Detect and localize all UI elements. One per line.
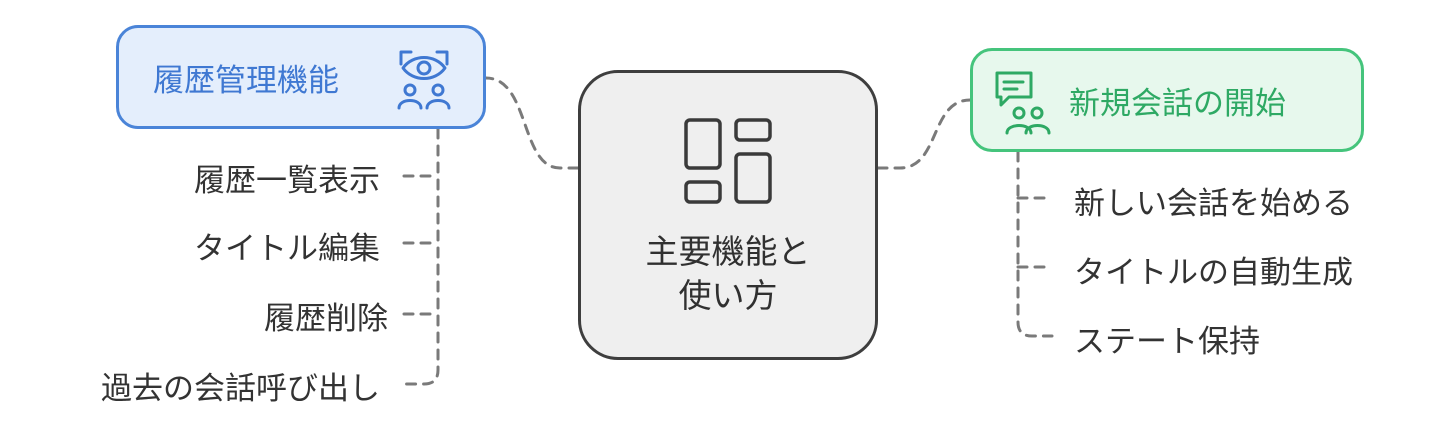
leaf-history-delete[interactable]: 履歴削除 (264, 301, 388, 337)
leaf-recall-past-conversation[interactable]: 過去の会話呼び出し (101, 371, 380, 407)
people-eye-icon (397, 50, 451, 110)
layout-grid-icon (684, 118, 772, 204)
new-conversation-node[interactable]: 新規会話の開始 (970, 48, 1364, 152)
new-conversation-title: 新規会話の開始 (1069, 85, 1286, 122)
leaf-auto-title-generation[interactable]: タイトルの自動生成 (1074, 255, 1353, 291)
main-features-title-line2: 使い方 (678, 276, 778, 315)
leaf-title-edit[interactable]: タイトル編集 (194, 231, 380, 267)
main-features-node[interactable]: 主要機能と 使い方 (578, 70, 878, 360)
history-management-node[interactable]: 履歴管理機能 (116, 25, 486, 129)
main-features-title-line1: 主要機能と (645, 232, 811, 271)
leaf-state-retention[interactable]: ステート保持 (1074, 324, 1260, 360)
connector-right-spine (1016, 150, 1054, 338)
connector-center-right (876, 98, 972, 170)
leaf-history-list[interactable]: 履歴一覧表示 (194, 163, 380, 199)
connector-center-left (484, 76, 580, 170)
main-features-title: 主要機能と 使い方 (646, 230, 811, 318)
leaf-start-new-conversation[interactable]: 新しい会話を始める (1074, 186, 1353, 222)
chat-people-icon (995, 71, 1051, 135)
connector-left-spine (402, 127, 440, 386)
history-management-title: 履歴管理機能 (153, 62, 339, 99)
